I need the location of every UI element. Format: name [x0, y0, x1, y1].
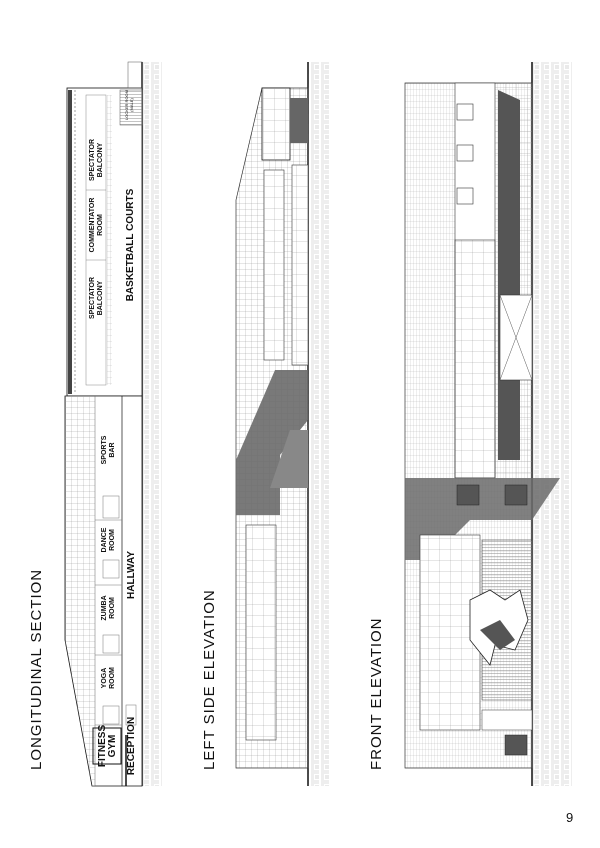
room-label-fitness: FITNESS: [97, 725, 108, 768]
front-elevation: [404, 62, 572, 786]
room-label-zumba: ZUMBA: [101, 595, 108, 620]
room-label-dance: DANCE: [101, 527, 108, 552]
title-longitudinal-section: LONGITUDINAL SECTION: [28, 569, 45, 770]
room-label-sports-bar: SPORTS: [101, 435, 108, 464]
room-label-spectator-balcony-1: SPECTATOR: [89, 139, 96, 181]
room-label-locker-sub: (MALE): [129, 98, 134, 112]
ground-hatch: [142, 62, 162, 786]
room-label-dance-b: ROOM: [109, 529, 116, 551]
room-label-fitness-b: GYM: [107, 735, 118, 758]
room-label-yoga-b: ROOM: [109, 667, 116, 689]
room-label-yoga: YOGA: [101, 668, 108, 689]
left-side-elevation: [235, 62, 330, 786]
title-left-side-elevation: LEFT SIDE ELEVATION: [201, 589, 218, 770]
room-label-commentator: COMMENTATOR: [89, 198, 96, 253]
room-label-sports-bar-b: BAR: [109, 442, 116, 457]
roof-grid: [65, 396, 95, 786]
page-number: 9: [566, 810, 574, 825]
room-label-spectator-balcony-2: SPECTATOR: [89, 277, 96, 319]
room-label-spectator-balcony-1b: BALCONY: [97, 142, 104, 177]
room-label-locker: LOCKER ROOM: [124, 90, 129, 120]
room-label-reception: RECEPTION: [126, 717, 137, 775]
room-label-commentator-b: ROOM: [97, 214, 104, 236]
room-label-zumba-b: ROOM: [109, 597, 116, 619]
room-label-basketball-courts: BASKETBALL COURTS: [125, 188, 136, 301]
room-label-hallway: HALLWAY: [126, 551, 137, 599]
title-front-elevation: FRONT ELEVATION: [368, 617, 385, 770]
room-label-spectator-balcony-2b: BALCONY: [97, 280, 104, 315]
